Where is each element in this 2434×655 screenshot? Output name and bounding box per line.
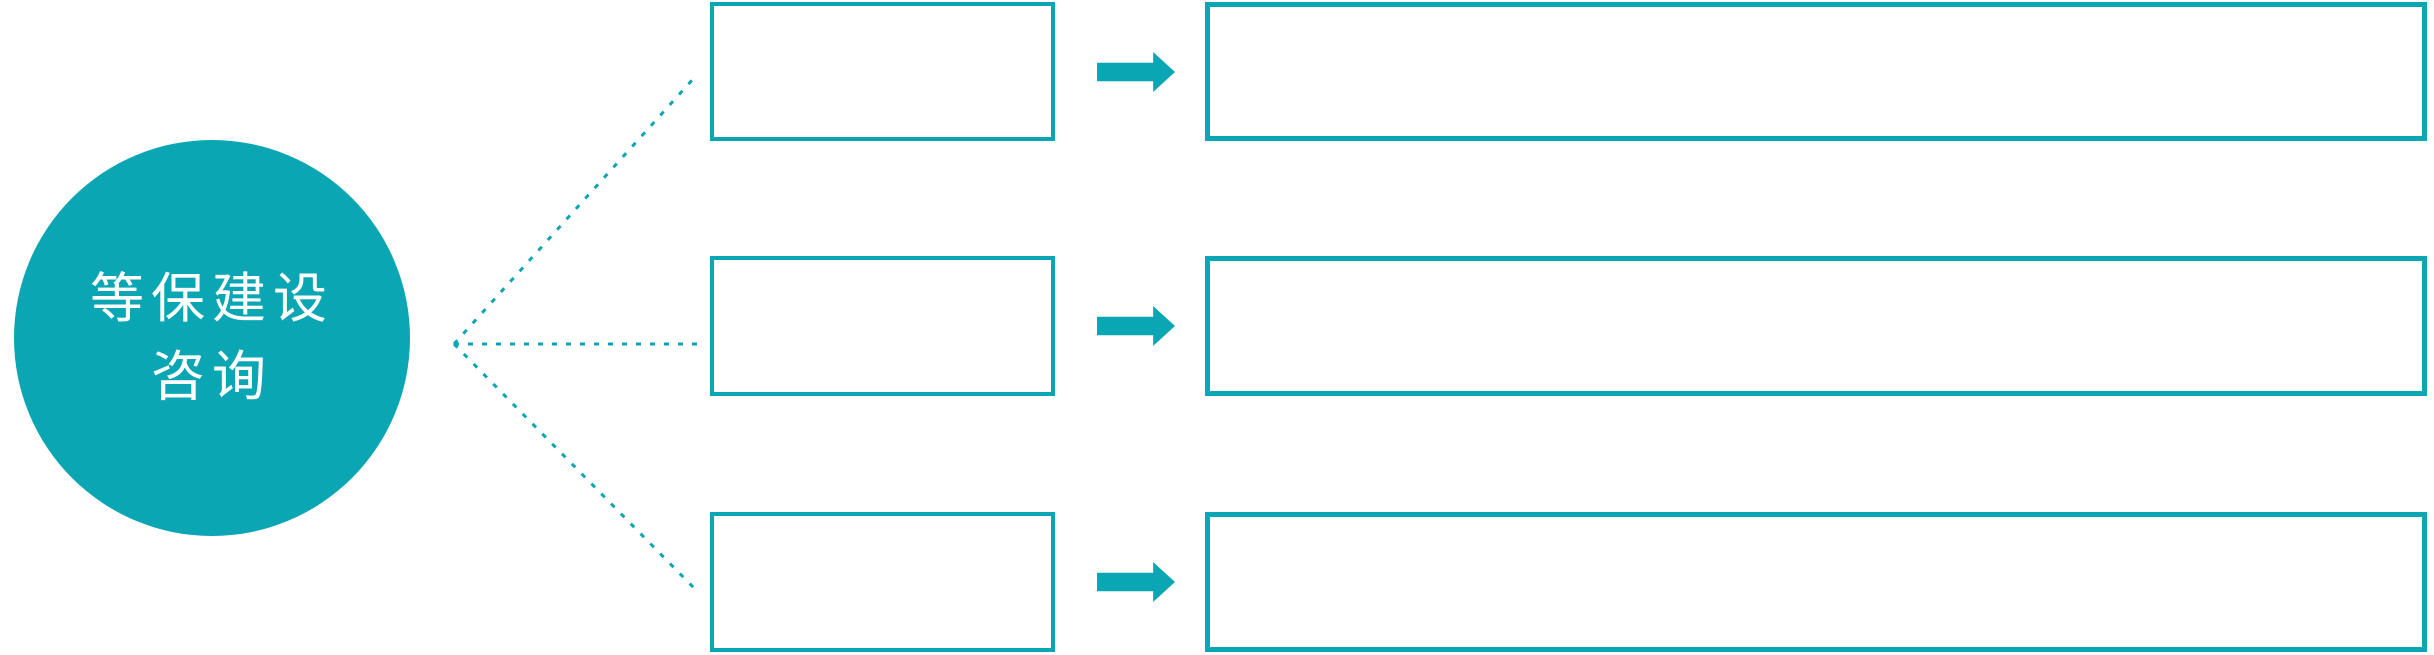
right-arrow-icon	[1097, 306, 1175, 346]
step-box-3	[710, 512, 1055, 652]
right-arrow-icon	[1097, 562, 1175, 602]
step-box-1	[710, 2, 1055, 141]
detail-box-2	[1205, 256, 2427, 396]
detail-box-3	[1205, 512, 2427, 652]
detail-box-1	[1205, 2, 2427, 141]
hub-label-line2: 咨询	[151, 345, 273, 408]
step-box-2-label	[714, 260, 1051, 392]
dotted-connector-bottom	[452, 342, 696, 590]
step-box-3-label	[714, 516, 1051, 648]
step-box-1-label	[714, 6, 1051, 137]
detail-box-2-label	[1210, 261, 2422, 391]
right-arrow-icon	[1097, 52, 1175, 92]
step-box-2	[710, 256, 1055, 396]
detail-box-3-label	[1210, 517, 2422, 647]
dotted-connector-top	[452, 76, 696, 346]
hub-circle: 等保建设 咨询	[14, 140, 410, 536]
hub-label-line1: 等保建设	[90, 267, 334, 330]
detail-box-1-label	[1210, 7, 2422, 136]
